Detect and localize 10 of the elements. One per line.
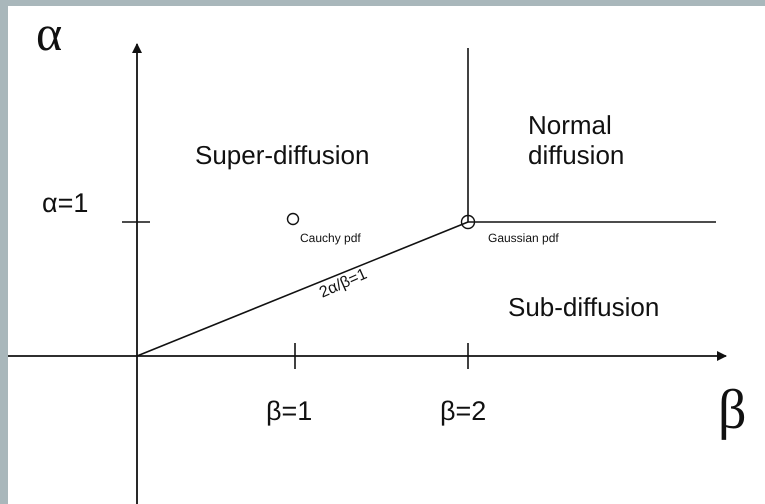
region-label: Normal diffusion bbox=[528, 111, 626, 171]
tick-label: β=2 bbox=[440, 396, 486, 428]
point-label: Cauchy pdf bbox=[300, 232, 361, 246]
axis-label: β bbox=[718, 382, 746, 438]
region-label: Sub-diffusion bbox=[508, 293, 660, 323]
region-label: Super-diffusion bbox=[195, 141, 370, 171]
tick-label: β=1 bbox=[266, 396, 312, 428]
tick-label: α=1 bbox=[42, 188, 88, 220]
point-label: Gaussian pdf bbox=[488, 232, 559, 246]
axis-label: α bbox=[36, 8, 62, 58]
